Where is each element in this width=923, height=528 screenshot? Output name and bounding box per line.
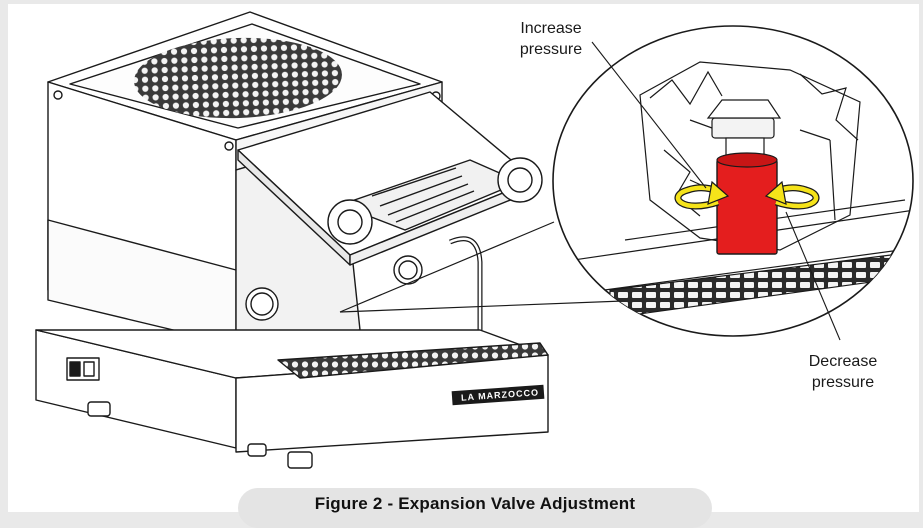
increase-pressure-line-2: pressure [519, 41, 583, 58]
increase-pressure-line-1: Increase [520, 20, 582, 37]
rotate-counter-clockwise-icon [674, 180, 730, 210]
decrease-pressure-line-2: pressure [811, 374, 875, 391]
figure-caption-text: Figure 2 - Expansion Valve Adjustment [314, 494, 636, 513]
espresso-machine-illustration [35, 11, 914, 469]
decrease-pressure-label: Decrease pressure [798, 351, 888, 393]
callout-leaders [591, 41, 841, 341]
rotate-clockwise-icon [764, 180, 820, 210]
figure-caption: Figure 2 - Expansion Valve Adjustment [238, 488, 712, 528]
detail-magnifier [552, 25, 914, 337]
machine-body [35, 11, 549, 469]
expansion-valve-highlight [716, 159, 778, 255]
figure-stage: Increase pressure Decrease pressure LA M… [8, 4, 919, 513]
zoom-leader-lines [339, 221, 649, 313]
increase-pressure-label: Increase pressure [510, 18, 592, 60]
decrease-pressure-line-1: Decrease [808, 353, 878, 370]
